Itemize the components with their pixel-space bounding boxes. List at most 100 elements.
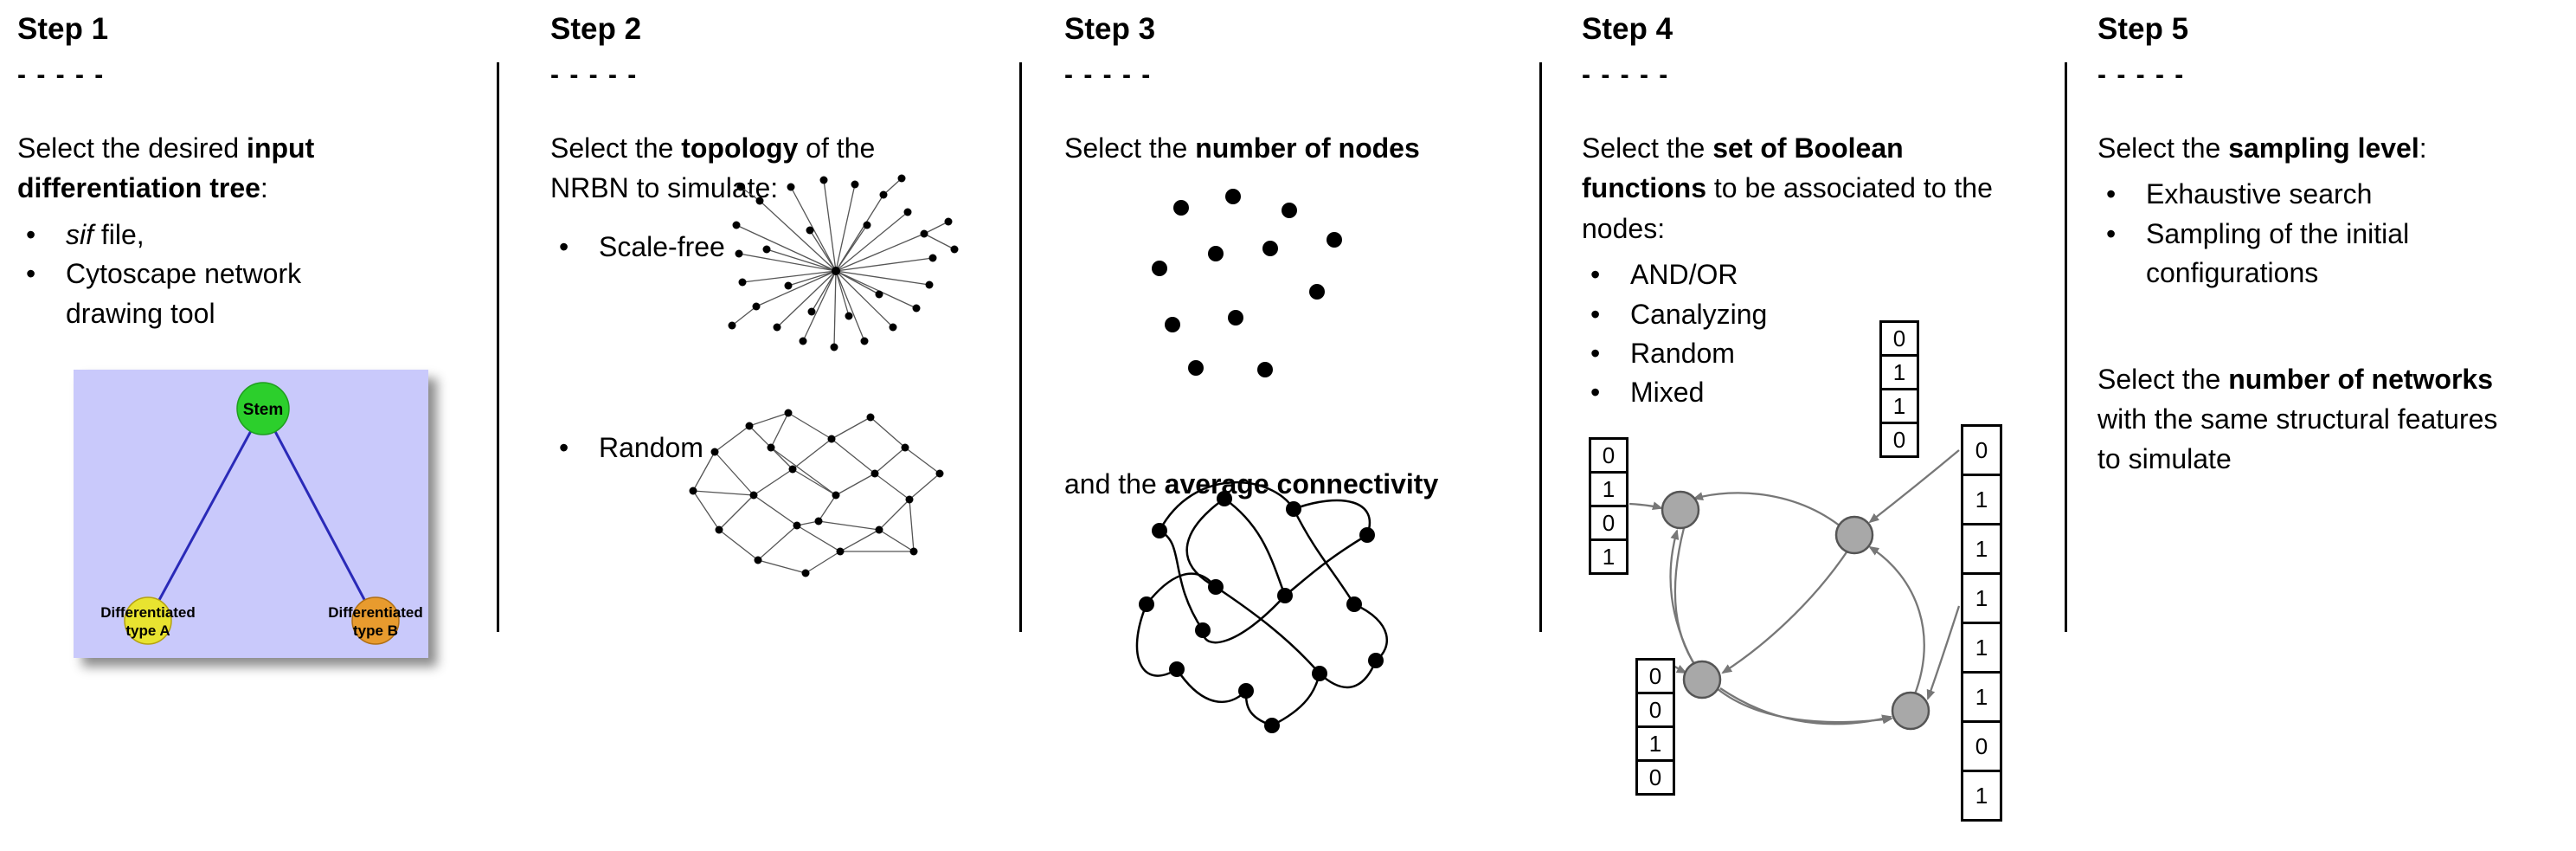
bullet-item: • Random — [1582, 334, 2059, 373]
scale-free-nodes — [728, 174, 959, 351]
truth-table-cell: 0 — [1879, 422, 1919, 458]
bullet-item-random: • Random — [550, 429, 703, 467]
truth-table-cell: 1 — [1961, 671, 2002, 723]
connectivity-figure — [1116, 474, 1402, 738]
random-nodes — [689, 409, 944, 577]
step-2-dashes: - - - - - — [550, 61, 639, 89]
truth-table-cell: 1 — [1961, 622, 2002, 674]
step-5-dashes: - - - - - — [2097, 61, 2186, 89]
differentiation-tree-figure: Stem Differentiated type A Differentiate… — [74, 370, 428, 658]
type-a-label-line1: Differentiated — [100, 604, 196, 621]
step-5-bullet-list: • Exhaustive search • Sampling of the in… — [2097, 175, 2572, 293]
bullet-glyph: • — [559, 432, 569, 463]
bullet-item: • Sampling of the initial configurations — [2097, 215, 2572, 293]
scale-free-network-figure — [706, 171, 970, 384]
tree-edges — [146, 408, 377, 622]
truth-table-cell: 1 — [1961, 523, 2002, 575]
truth-table-cell: 1 — [1961, 572, 2002, 624]
boolean-node — [1891, 691, 1930, 731]
connectivity-dots — [1139, 491, 1384, 733]
truth-table-cell: 0 — [1961, 720, 2002, 772]
truth-table-cell: 1 — [1589, 471, 1628, 507]
type-b-label-line2: type B — [353, 622, 398, 639]
truth-table-bottom-left: 0 0 1 0 — [1635, 658, 1675, 796]
truth-table-cell: 1 — [1879, 388, 1919, 424]
boolean-node — [1834, 515, 1874, 555]
step-5-title: Step 5 — [2097, 12, 2189, 46]
truth-table-cell: 1 — [1879, 354, 1919, 390]
bullet-item: • Cytoscape network drawing tool — [17, 255, 498, 333]
stem-label: Stem — [243, 401, 283, 419]
step-5-intro: Select the sampling level: — [2097, 132, 2427, 164]
truth-table-cell: 0 — [1635, 692, 1675, 728]
type-b-label-line1: Differentiated — [328, 604, 423, 621]
step-1-title: Step 1 — [17, 12, 109, 46]
boolean-node — [1682, 660, 1722, 699]
bullet-glyph: • — [559, 231, 569, 262]
type-a-node — [124, 596, 172, 645]
bullet-item: • Canalyzing — [1582, 295, 2059, 334]
type-a-label-line2: type A — [125, 622, 170, 639]
scatter-dots — [1152, 189, 1342, 377]
truth-table-cell: 0 — [1635, 658, 1675, 694]
step-4-bullet-list: • AND/OR • Canalyzing • Random • Mixed — [1582, 255, 2059, 413]
random-edges — [692, 412, 941, 574]
step-3-column: Step 3 - - - - - Select the number of no… — [1064, 0, 1532, 851]
step-1-column: Step 1 - - - - - Select the desired inpu… — [17, 0, 498, 851]
boolean-node — [1661, 490, 1700, 530]
step-3-dashes: - - - - - — [1064, 61, 1153, 89]
bullet-glyph: • — [26, 258, 36, 290]
step-4-title: Step 4 — [1582, 12, 1673, 46]
step-5-networks-paragraph: Select the number of networks with the s… — [2097, 363, 2498, 475]
step-1-dashes: - - - - - — [17, 61, 106, 89]
truth-table-cell: 1 — [1589, 538, 1628, 575]
truth-table-right: 0 1 1 1 1 1 0 1 — [1961, 424, 2002, 822]
bullet-glyph: • — [1590, 338, 1601, 370]
bullet-item-scale-free: • Scale-free — [550, 228, 725, 267]
truth-table-top: 0 1 1 0 — [1879, 320, 1919, 458]
bullet-glyph: • — [1590, 259, 1601, 291]
step-1-bullet-list: • sif file, • Cytoscape network drawing … — [17, 216, 498, 333]
step-3-connectivity-label: and the average connectivity — [1064, 468, 1439, 500]
bullet-item: • sif file, — [17, 216, 498, 255]
truth-table-cell: 0 — [1635, 759, 1675, 796]
bullet-glyph: • — [1590, 298, 1601, 330]
step-3-title: Step 3 — [1064, 12, 1156, 46]
step-3-nodes-label: Select the number of nodes — [1064, 132, 1420, 164]
truth-table-cell: 0 — [1879, 320, 1919, 357]
truth-table-left: 0 1 0 1 — [1589, 437, 1628, 575]
column-divider — [1019, 62, 1022, 632]
step-5-column: Step 5 - - - - - Select the sampling lev… — [2097, 0, 2572, 851]
truth-table-cell: 1 — [1635, 725, 1675, 762]
stem-node — [236, 382, 290, 435]
scale-free-edges — [731, 177, 955, 348]
connectivity-curves — [1135, 480, 1388, 727]
step-2-intro: Select the topology of the NRBN to simul… — [550, 132, 876, 204]
bullet-item: • Mixed — [1582, 373, 2059, 412]
bullet-glyph: • — [2106, 217, 2117, 249]
truth-table-cell: 1 — [1961, 474, 2002, 525]
truth-table-cell: 0 — [1589, 437, 1628, 474]
column-divider — [1539, 62, 1542, 632]
truth-table-cell: 0 — [1589, 505, 1628, 541]
bullet-glyph: • — [1590, 377, 1601, 409]
boolean-network-figure: 0 1 0 1 0 1 1 0 0 0 1 0 0 1 1 1 1 1 0 1 — [1582, 320, 2059, 851]
truth-table-cell: 0 — [1961, 424, 2002, 476]
step-4-dashes: - - - - - — [1582, 61, 1670, 89]
boolean-nodes — [1661, 490, 1930, 731]
column-divider — [2065, 62, 2067, 632]
column-divider — [497, 62, 499, 632]
boolean-network-arrows — [1628, 449, 1961, 725]
bullet-glyph: • — [26, 218, 36, 250]
random-network-figure — [680, 391, 953, 590]
step-4-column: Step 4 - - - - - Select the set of Boole… — [1582, 0, 2059, 851]
step-2-column: Step 2 - - - - - Select the topology of … — [550, 0, 1011, 851]
bullet-glyph: • — [2106, 178, 2117, 210]
truth-table-cell: 1 — [1961, 770, 2002, 822]
step-4-intro: Select the set of Boolean functions to b… — [1582, 132, 1993, 244]
step-1-intro: Select the desired input differentiation… — [17, 132, 315, 204]
bullet-item: • AND/OR — [1582, 255, 2059, 294]
step-2-title: Step 2 — [550, 12, 642, 46]
nodes-scatter-figure — [1134, 186, 1367, 394]
type-b-node — [351, 596, 400, 645]
